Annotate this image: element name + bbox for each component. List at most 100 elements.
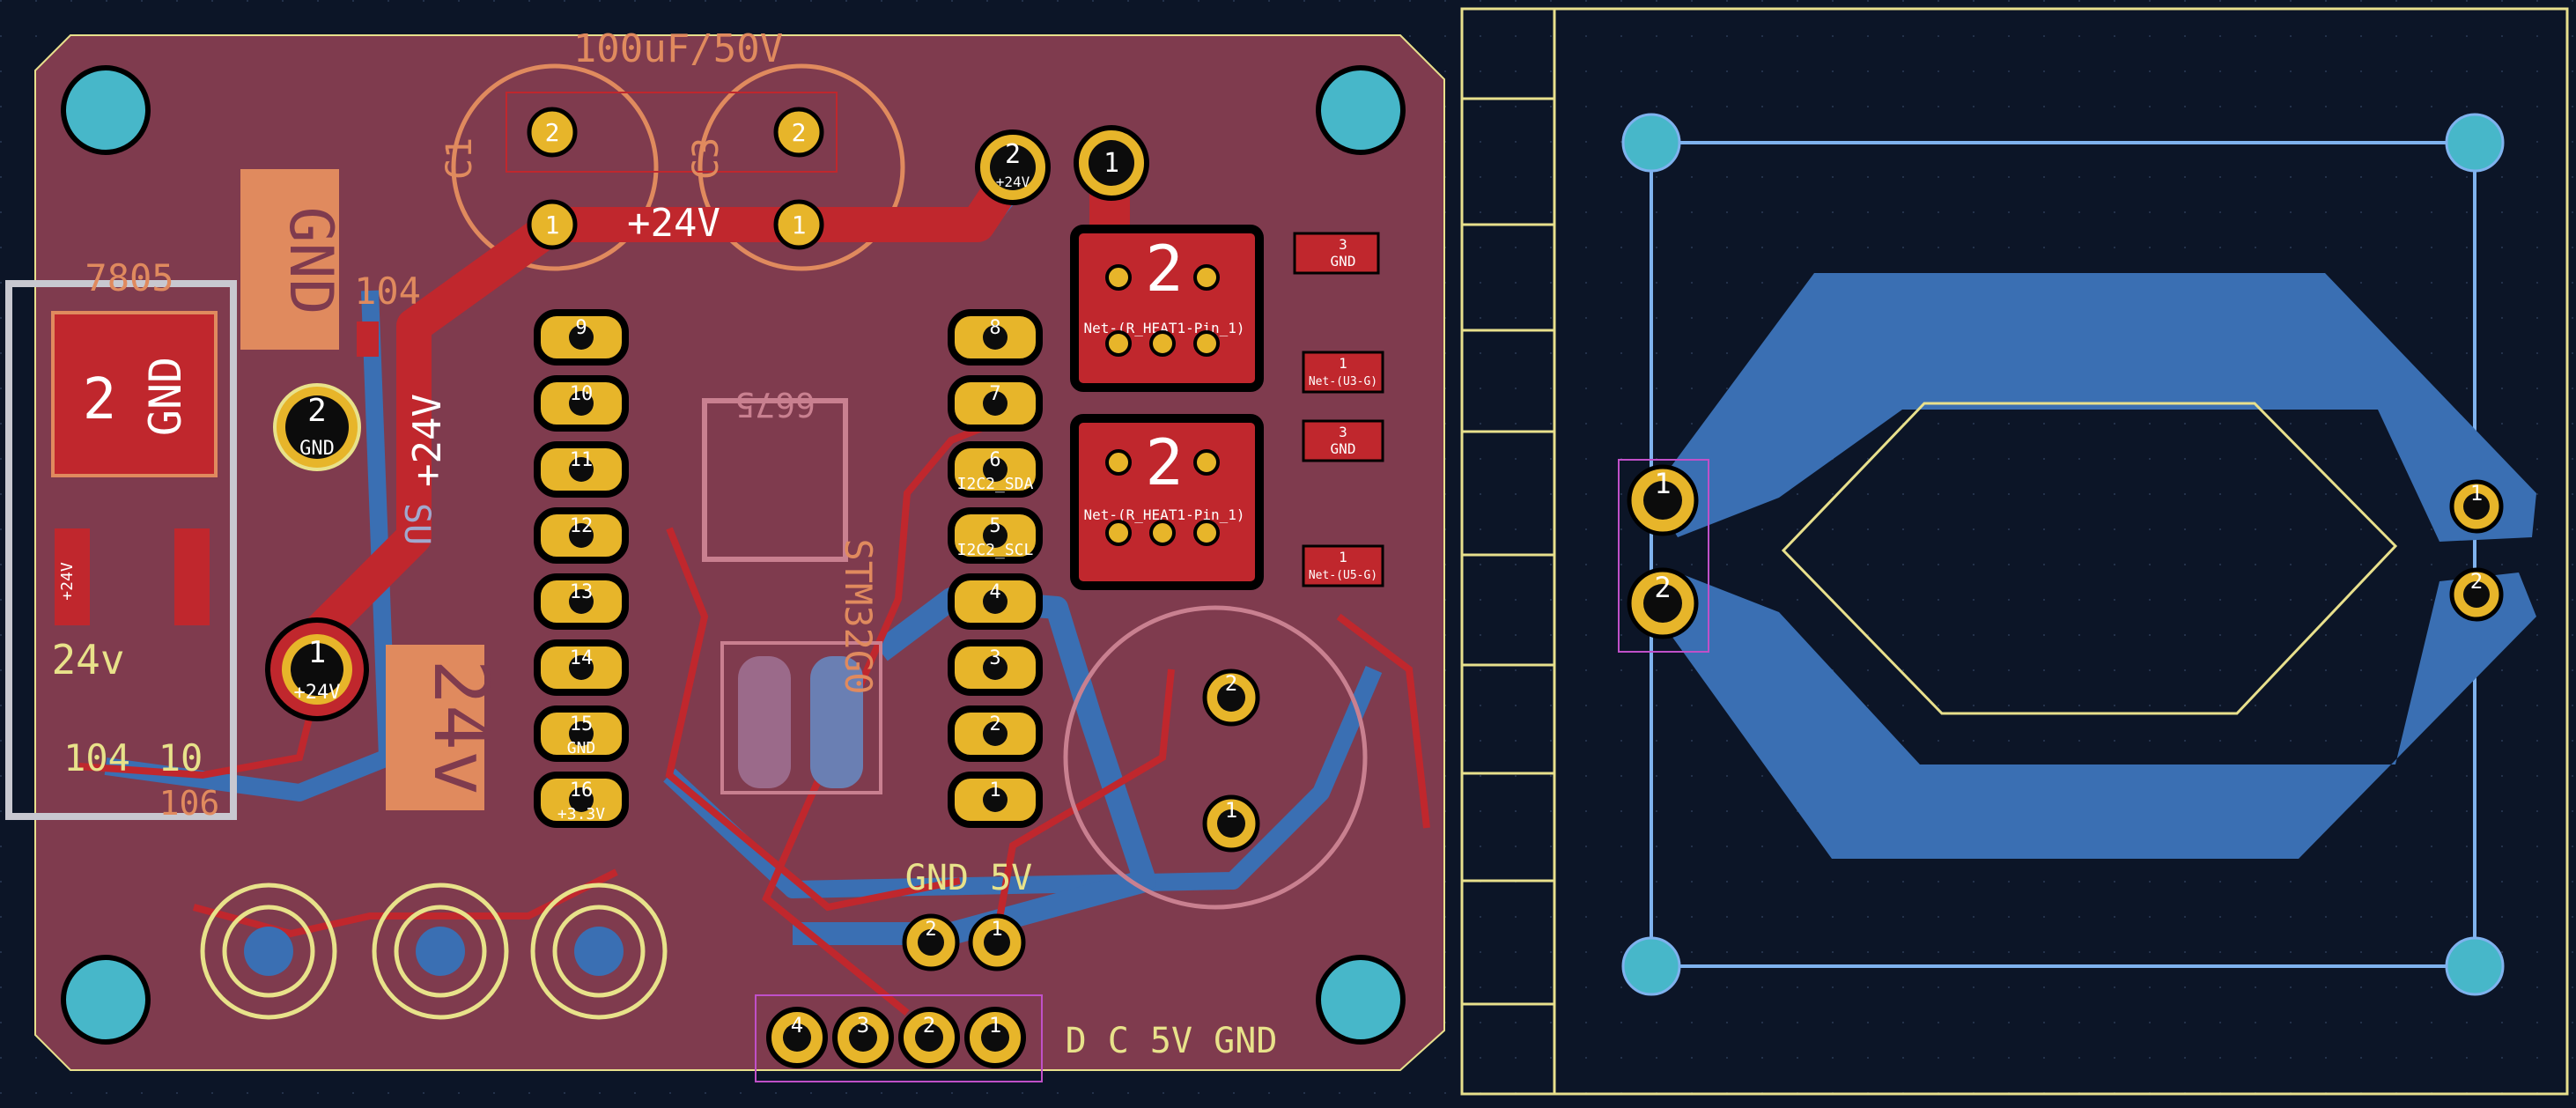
side-pad-gnd-2[interactable]: 3 GND (1302, 419, 1384, 462)
capacitor-c3-outline (698, 63, 905, 271)
mcu-left-pin-12[interactable]: 12 (534, 507, 629, 564)
pin-number: 8 (989, 317, 1000, 339)
silk-106: 106 (159, 784, 220, 823)
cap-footprint-box (506, 92, 838, 173)
top-connector-pad-1[interactable]: 1 (1074, 125, 1149, 201)
top-connector-pad-2[interactable]: 2 +24V (975, 129, 1051, 205)
heater-edge-pad-1[interactable]: 1 (2449, 479, 2504, 534)
cap-c1-ref: C1 (439, 137, 480, 180)
pin-number: 14 (570, 647, 594, 669)
pin-number: 13 (570, 581, 594, 603)
trace-red-left (78, 686, 321, 779)
pin-number: 6 (989, 449, 1000, 471)
bottom-connector-pin-1[interactable]: 1 (964, 1007, 1026, 1068)
trace-label-24v-vertical: +24V (405, 394, 450, 487)
side-pad-u3[interactable]: 1 Net-(U3-G) (1302, 351, 1384, 394)
heater-trace-upper (1651, 273, 2536, 542)
round-connector-pad-2[interactable]: 2 (1202, 668, 1260, 727)
silk-104-bottom: 104 (63, 736, 130, 779)
pin-number: 9 (575, 317, 587, 339)
mcu-right-pin-2[interactable]: 2 (948, 705, 1043, 762)
mcu-right-pin-3[interactable]: 3 (948, 639, 1043, 696)
mcu-left-pin-10[interactable]: 10 (534, 375, 629, 432)
silk-24v-box (386, 645, 484, 810)
svg-text:1: 1 (2470, 481, 2483, 506)
led-footprint-2[interactable] (372, 883, 509, 1020)
regulator-label: 7805 (85, 256, 173, 299)
dc-5v-gnd-label: D C 5V GND (1066, 1021, 1278, 1061)
trace-blue-left (104, 290, 396, 801)
svg-text:2: 2 (1654, 571, 1671, 604)
gnd-5v-pad-1[interactable]: 1 (968, 913, 1026, 971)
regulator-outline (5, 280, 237, 820)
cap-c1-pad-2[interactable]: 2 (527, 107, 578, 158)
main-board[interactable]: 2 GND 7805 +24V GND 104 24v 24v 104 10 1… (5, 26, 1445, 1082)
pad-reg-3[interactable] (174, 528, 210, 625)
smd-pad-104-a[interactable] (357, 321, 379, 357)
heater-board[interactable]: 1 2 1 2 (1553, 7, 2569, 1096)
svg-text:1: 1 (1225, 798, 1237, 823)
mcu-right-pin-7[interactable]: 7 (948, 375, 1043, 432)
svg-text:1: 1 (1339, 355, 1347, 372)
mcu-inner-outline (720, 641, 882, 794)
svg-text:2: 2 (1145, 425, 1183, 499)
svg-text:2: 2 (1145, 232, 1183, 306)
smd-pad-104-b[interactable] (401, 321, 423, 357)
cap-c1-pad-1[interactable]: 1 (527, 199, 578, 250)
side-pad-gnd-1[interactable]: 3 GND (1293, 232, 1380, 275)
led-footprint-3[interactable] (530, 883, 668, 1020)
svg-text:1: 1 (1103, 148, 1119, 179)
pin-number: 1 (989, 779, 1000, 801)
regulator-tab-pad[interactable] (51, 311, 218, 477)
bottom-connector-outline (755, 994, 1043, 1082)
bottom-connector-pin-4[interactable]: 4 (766, 1007, 828, 1068)
terminal-24v[interactable]: 1 +24V (265, 617, 369, 721)
svg-text:1: 1 (1339, 549, 1347, 565)
svg-text:2: 2 (2470, 569, 2483, 594)
heater-pad-upper[interactable]: 2 Net-(R_HEAT1-Pin_1) (1070, 225, 1264, 392)
trace-blue-bottom (663, 666, 1383, 898)
bottom-connector-pin-2[interactable]: 2 (898, 1007, 960, 1068)
pin-number: 2 (989, 713, 1000, 735)
heater-hole-tr (2445, 113, 2505, 173)
svg-text:1: 1 (1654, 467, 1671, 500)
svg-text:3: 3 (1339, 236, 1347, 253)
mcu-left-pin-9[interactable]: 9 (534, 309, 629, 366)
svg-text:Net-(R_HEAT1-Pin_1): Net-(R_HEAT1-Pin_1) (1083, 506, 1244, 523)
pin-net-label: I2C2_SCL (957, 541, 1034, 559)
heater-pad-2[interactable]: 2 (1627, 567, 1699, 639)
mcu-right-pin-8[interactable]: 8 (948, 309, 1043, 366)
svg-text:1: 1 (991, 919, 1002, 941)
pin-number: 15 (570, 713, 594, 735)
mcu-right-pin-4[interactable]: 4 (948, 573, 1043, 630)
bottom-connector-pin-3[interactable]: 3 (832, 1007, 894, 1068)
heater-edge-pad-2[interactable]: 2 (2449, 567, 2504, 622)
pin-number: 3 (989, 647, 1000, 669)
mcu-left-pin-11[interactable]: 11 (534, 441, 629, 498)
mcu-right-pin-1[interactable]: 1 (948, 772, 1043, 828)
mcu-left-pin-13[interactable]: 13 (534, 573, 629, 630)
side-pad-u5[interactable]: 1 Net-(U5-G) (1302, 544, 1384, 587)
heater-pad-1[interactable]: 1 (1627, 464, 1699, 536)
led-footprint-1[interactable] (200, 883, 337, 1020)
mcu-left-pin-16[interactable]: 16+3.3V (534, 772, 629, 828)
svg-text:2: 2 (792, 118, 807, 147)
terminal-gnd[interactable]: 2 GND (273, 383, 361, 471)
heater-pad-lower[interactable]: 2 Net-(R_HEAT1-Pin_1) (1070, 414, 1264, 590)
gnd-5v-pad-2[interactable]: 2 (902, 913, 960, 971)
cap-c3-pad-1[interactable]: 1 (773, 199, 824, 250)
svg-text:+24V: +24V (996, 174, 1030, 190)
pad-reg-1[interactable] (55, 528, 90, 625)
cap-c3-pad-2[interactable]: 2 (773, 107, 824, 158)
round-connector-pad-1[interactable]: 1 (1202, 794, 1260, 853)
cap-104-label: 104 (354, 270, 421, 313)
mcu-left-pin-14[interactable]: 14 (534, 639, 629, 696)
heater-hole-br (2445, 936, 2505, 996)
